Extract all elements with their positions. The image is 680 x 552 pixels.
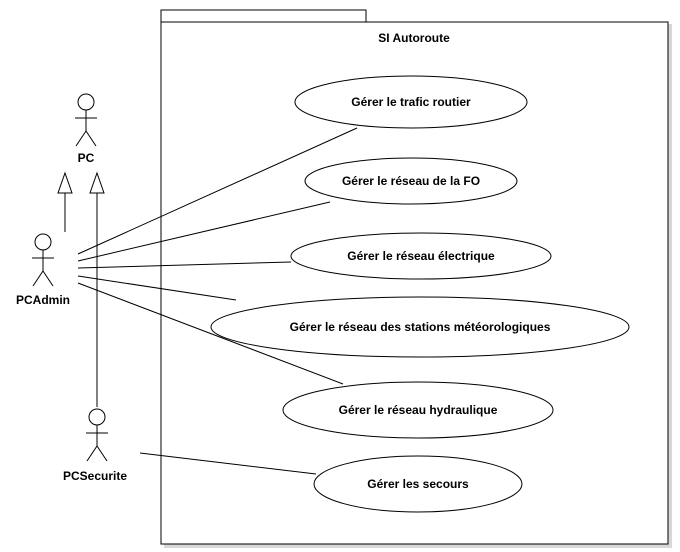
actors: PC PCAdmin PCSecurite xyxy=(16,93,127,483)
generalizations xyxy=(57,171,105,407)
use-case-hydraulique[interactable]: Gérer le réseau hydraulique xyxy=(282,381,554,439)
use-case-label: Gérer le réseau électrique xyxy=(347,249,495,263)
actor-name: PCAdmin xyxy=(16,293,70,307)
use-case-electrique[interactable]: Gérer le réseau électrique xyxy=(290,232,552,280)
use-case-label: Gérer le réseau hydraulique xyxy=(339,403,498,417)
associations xyxy=(77,127,358,475)
use-case-secours[interactable]: Gérer les secours xyxy=(313,455,523,513)
actor-name: PCSecurite xyxy=(63,469,127,483)
generalization-pcsecurite-pc[interactable] xyxy=(89,171,105,407)
system-title: SI Autoroute xyxy=(378,31,450,45)
actor-pc[interactable]: PC xyxy=(75,93,97,165)
association-pcsecurite-secours[interactable] xyxy=(139,452,317,475)
use-case-meteo[interactable]: Gérer le réseau des stations météorologi… xyxy=(210,296,630,358)
generalization-pcadmin-pc[interactable] xyxy=(57,171,73,232)
use-case-trafic[interactable]: Gérer le trafic routier xyxy=(294,75,528,129)
use-case-label: Gérer les secours xyxy=(367,477,469,491)
association-pcadmin-fo[interactable] xyxy=(77,201,331,262)
use-case-label: Gérer le réseau de la FO xyxy=(342,174,480,188)
actor-pcadmin[interactable]: PCAdmin xyxy=(16,233,70,307)
association-pcadmin-meteo[interactable] xyxy=(77,275,237,301)
association-pcadmin-hydraulique[interactable] xyxy=(77,282,344,385)
use-case-label: Gérer le réseau des stations météorologi… xyxy=(290,320,551,334)
system-tab xyxy=(160,9,367,23)
use-case-fo[interactable]: Gérer le réseau de la FO xyxy=(304,157,518,205)
use-cases: Gérer le trafic routier Gérer le réseau … xyxy=(210,75,630,513)
association-pcadmin-trafic[interactable] xyxy=(77,127,358,255)
association-pcadmin-electrique[interactable] xyxy=(77,261,292,269)
use-case-label: Gérer le trafic routier xyxy=(351,95,471,109)
actor-pcsecurite[interactable]: PCSecurite xyxy=(63,408,127,483)
actor-name: PC xyxy=(78,151,95,165)
